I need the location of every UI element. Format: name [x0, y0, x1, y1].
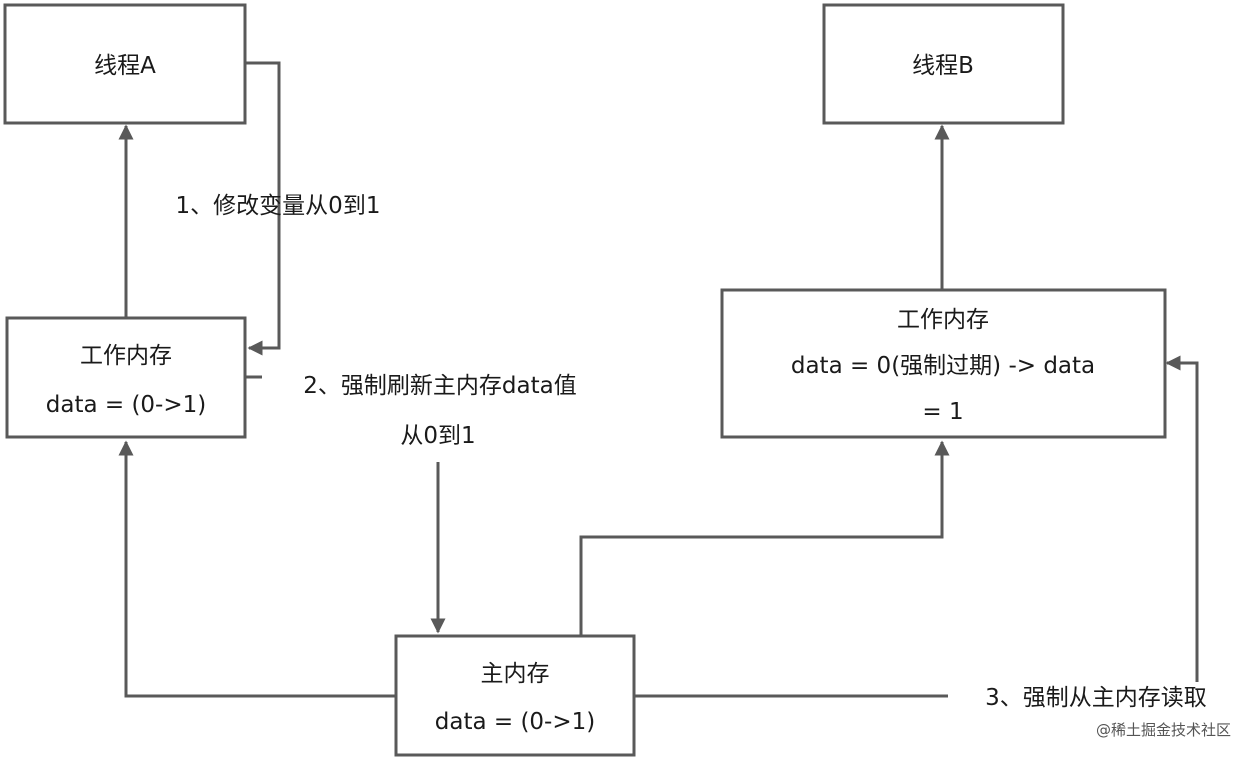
step3-label: 3、强制从主内存读取: [985, 685, 1207, 711]
work-memory-a-title: 工作内存: [80, 343, 172, 369]
work-memory-b-value-cont: = 1: [922, 399, 963, 425]
thread-a-box: 线程A: [3, 3, 247, 125]
step1-label: 1、修改变量从0到1: [176, 193, 381, 219]
step2-label-line2: 从0到1: [400, 423, 475, 449]
main-memory-value: data = (0->1): [435, 709, 595, 735]
thread-b-box: 线程B: [822, 3, 1065, 125]
step2-label-line1: 2、强制刷新主内存data值: [303, 373, 576, 399]
work-memory-b-box: 工作内存 data = 0(强制过期) -> data = 1: [720, 288, 1167, 439]
edge-thread-a-to-workmem-a: [245, 61, 281, 356]
work-memory-b-value: data = 0(强制过期) -> data: [791, 353, 1095, 379]
edge-main-to-workmem-a: [118, 440, 396, 698]
main-memory-box: 主内存 data = (0->1): [394, 634, 636, 757]
work-memory-a-box: 工作内存 data = (0->1): [5, 316, 247, 439]
main-memory-title: 主内存: [481, 661, 550, 687]
work-memory-b-title: 工作内存: [897, 307, 989, 333]
edge-step3-to-workmem-b: [1165, 355, 1199, 682]
watermark-text: @稀土掘金技术社区: [1096, 721, 1231, 739]
thread-a-title: 线程A: [94, 53, 156, 79]
edge-main-to-workmem-b: [579, 440, 950, 636]
work-memory-a-value: data = (0->1): [46, 392, 206, 418]
thread-b-title: 线程B: [912, 53, 974, 79]
